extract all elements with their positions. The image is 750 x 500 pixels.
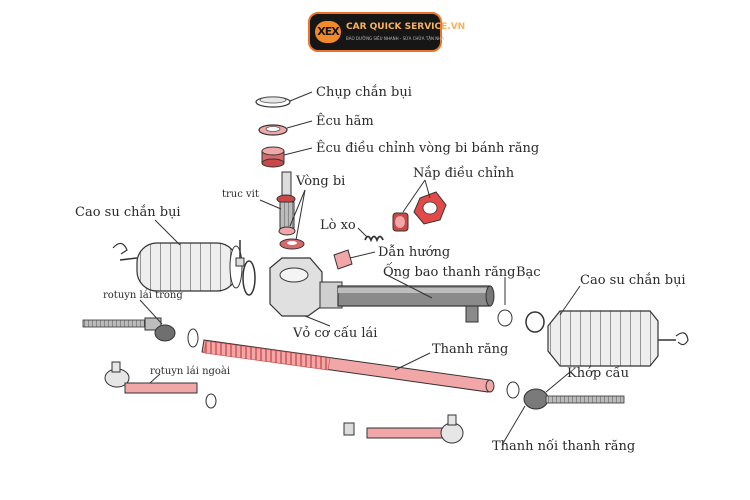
label-ball-joint: Khớp cầu: [567, 365, 629, 381]
outer-tie-rod-part: [104, 361, 217, 409]
small-bolt-part: [235, 240, 245, 267]
label-tie-rod: Thanh nối thanh răng: [492, 438, 635, 454]
brand-name: CAR QUICK SERVICE.VN: [346, 22, 466, 32]
bushing-part: [497, 309, 545, 333]
tie-rod-end-right-part: [343, 414, 464, 444]
rack-bar-part: [201, 339, 495, 393]
adjust-nut-part: [261, 146, 285, 168]
label-dust-boot-right: Cao su chắn bụi: [580, 272, 686, 288]
label-guide: Dẫn hướng: [378, 244, 450, 260]
rack-tube-part: [337, 285, 495, 323]
label-rack-tube: Ống bao thanh răng: [383, 262, 515, 280]
guide-part: [333, 249, 353, 270]
label-bushing: Bạc: [516, 265, 541, 280]
label-dust-boot-left: Cao su chắn bụi: [75, 204, 181, 220]
brand-logo: XEX CAR QUICK SERVICE.VN BẢO DƯỠNG SIÊU …: [308, 12, 465, 52]
label-gear-bearing-adjust-nut: Êcu điều chỉnh vòng bi bánh răng: [316, 140, 539, 156]
bearing-part: [279, 238, 305, 250]
ball-joint-part: [506, 381, 625, 410]
dust-cap-part: [255, 96, 291, 108]
leader-lines: [139, 91, 581, 446]
pinion-shaft-part: [276, 171, 296, 236]
brand-tagline: BẢO DƯỠNG SIÊU NHANH - SỬA CHỮA TẬN NHÀ: [346, 36, 444, 41]
dust-boot-right-part: [547, 310, 689, 367]
label-bearing: Vòng bi: [295, 174, 345, 189]
label-spring: Lò xo: [320, 218, 356, 233]
inner-tie-rod-part: [82, 317, 199, 348]
label-adjust-cover: Nắp điều chỉnh: [413, 165, 515, 181]
label-pinion: truc vit: [222, 189, 259, 200]
label-housing: Vỏ cơ cấu lái: [292, 325, 377, 341]
adjust-cover-part: [392, 191, 447, 232]
spring-part: [364, 235, 384, 243]
lock-nut-part: [258, 124, 288, 136]
label-rack: Thanh răng: [432, 342, 508, 357]
label-dust-cap: Chụp chắn bụi: [316, 84, 412, 100]
label-lock-nut: Êcu hãm: [316, 113, 374, 129]
housing-part: [269, 257, 343, 317]
label-inner-tie-rod: rotuyn lái trong: [103, 290, 183, 301]
logo-mark: XEX: [315, 21, 341, 43]
dust-boot-left-part: [112, 242, 256, 296]
label-outer-tie-rod: rotuyn lái ngoài: [150, 366, 230, 377]
